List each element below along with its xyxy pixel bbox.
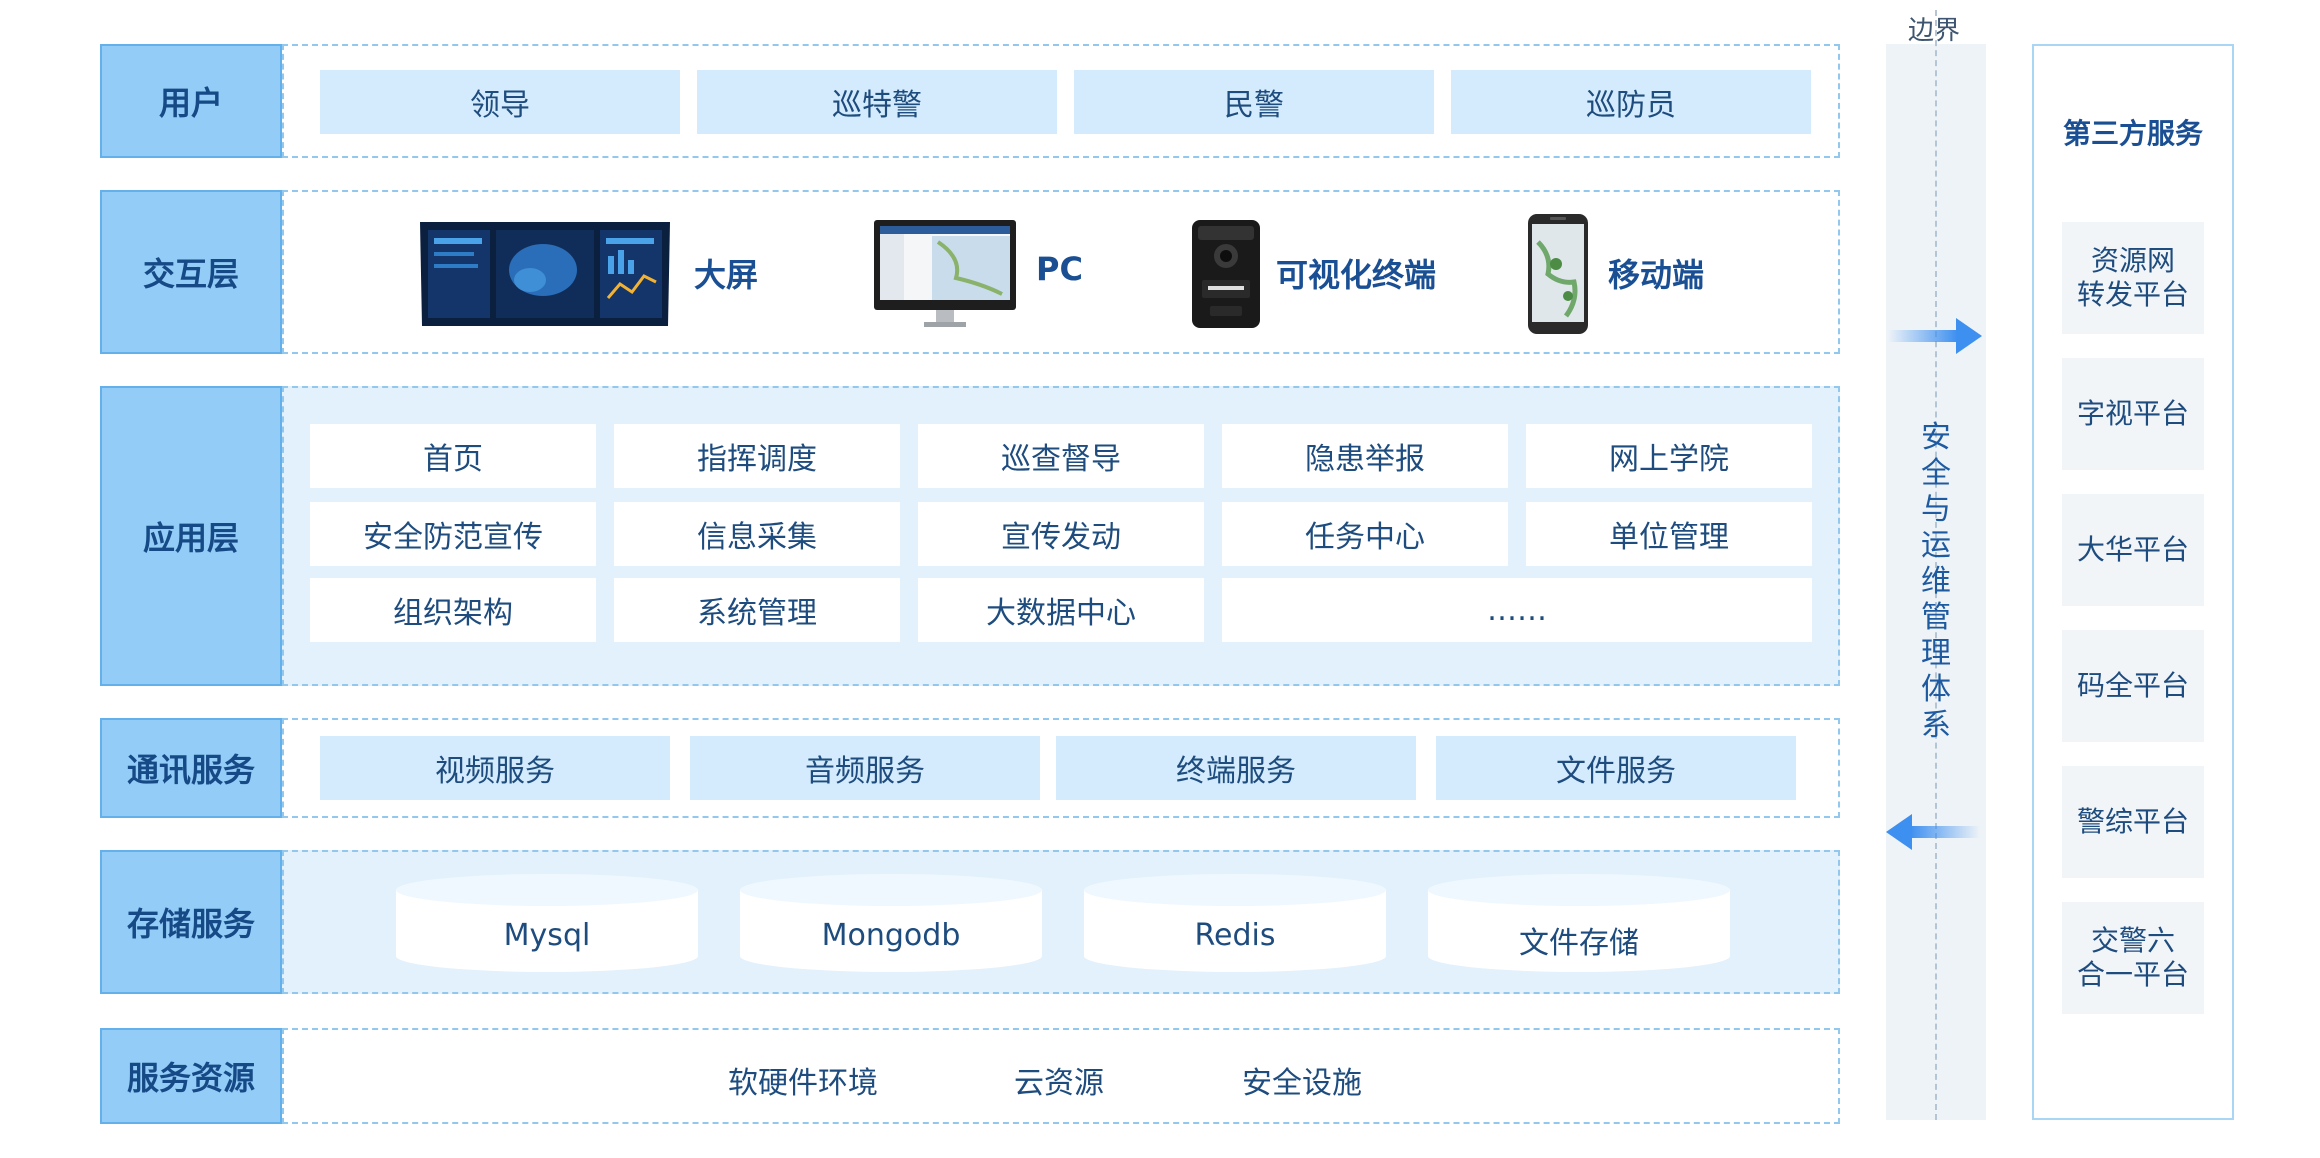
layer-label-application: 应用层: [100, 386, 282, 686]
monitor-icon: [874, 220, 1016, 327]
body-camera-icon: [1192, 220, 1260, 328]
boundary-title: 边界: [1907, 16, 1960, 46]
app-module: 组织架构: [310, 578, 596, 642]
third-party-item: 码全平台: [2062, 630, 2204, 742]
device-label: 大屏: [694, 256, 759, 294]
third-party-title: 第三方服务: [2062, 117, 2203, 150]
third-party-item: 交警六 合一平台: [2062, 902, 2204, 1014]
third-party-item: 大华平台: [2062, 494, 2204, 606]
resources-layer-panel: [282, 1028, 1840, 1124]
device-label: 可视化终端: [1276, 256, 1437, 294]
app-module: 指挥调度: [614, 424, 900, 488]
app-module: 首页: [310, 424, 596, 488]
storage-item: Mongodb: [821, 918, 961, 953]
interaction-layer-panel: [282, 190, 1840, 354]
communication-item: 音频服务: [690, 736, 1040, 800]
communication-item: 文件服务: [1436, 736, 1796, 800]
layer-label-user: 用户: [100, 44, 282, 158]
user-item: 巡防员: [1451, 70, 1811, 134]
storage-item: Mysql: [503, 918, 591, 953]
third-party-item: 字视平台: [2062, 358, 2204, 470]
app-module: 巡查督导: [918, 424, 1204, 488]
user-item: 领导: [320, 70, 680, 134]
device-label: PC: [1036, 250, 1083, 288]
third-party-item: 警综平台: [2062, 766, 2204, 878]
app-module: 大数据中心: [918, 578, 1204, 642]
smartphone-icon: [1528, 214, 1588, 334]
app-module: 宣传发动: [918, 502, 1204, 566]
communication-item: 视频服务: [320, 736, 670, 800]
layer-label-resources: 服务资源: [100, 1028, 282, 1124]
database-cylinder-icon: [396, 874, 698, 972]
app-module: 安全防范宣传: [310, 502, 596, 566]
app-module: 系统管理: [614, 578, 900, 642]
database-cylinder-icon: [1084, 874, 1386, 972]
layer-label-storage: 存储服务: [100, 850, 282, 994]
app-module: 隐患举报: [1222, 424, 1508, 488]
app-module-more: ……: [1222, 578, 1812, 642]
resource-item: 云资源: [1014, 1066, 1104, 1101]
arrow-left-icon: [1886, 814, 1980, 850]
database-cylinder-icon: [1428, 874, 1730, 972]
storage-item: Redis: [1194, 918, 1276, 953]
layer-label-communication: 通讯服务: [100, 718, 282, 818]
resource-item: 安全设施: [1242, 1066, 1362, 1101]
communication-layer-panel: [282, 718, 1840, 818]
third-party-item: 资源网 转发平台: [2062, 222, 2204, 334]
communication-item: 终端服务: [1056, 736, 1416, 800]
storage-item: 文件存储: [1519, 926, 1639, 961]
resource-item: 软硬件环境: [728, 1066, 878, 1101]
arrow-right-icon: [1888, 318, 1982, 354]
user-item: 民警: [1074, 70, 1434, 134]
user-layer-panel: [282, 44, 1840, 158]
app-module: 网上学院: [1526, 424, 1812, 488]
app-module: 信息采集: [614, 502, 900, 566]
boundary-vertical-text: 安全与运维管理体系: [1921, 420, 1951, 743]
boundary-line: [1935, 10, 1937, 1120]
app-module: 单位管理: [1526, 502, 1812, 566]
database-cylinder-icon: [740, 874, 1042, 972]
app-module: 任务中心: [1222, 502, 1508, 566]
device-label: 移动端: [1608, 256, 1705, 294]
user-item: 巡特警: [697, 70, 1057, 134]
layer-label-interaction: 交互层: [100, 190, 282, 354]
video-wall-icon: [420, 222, 670, 326]
